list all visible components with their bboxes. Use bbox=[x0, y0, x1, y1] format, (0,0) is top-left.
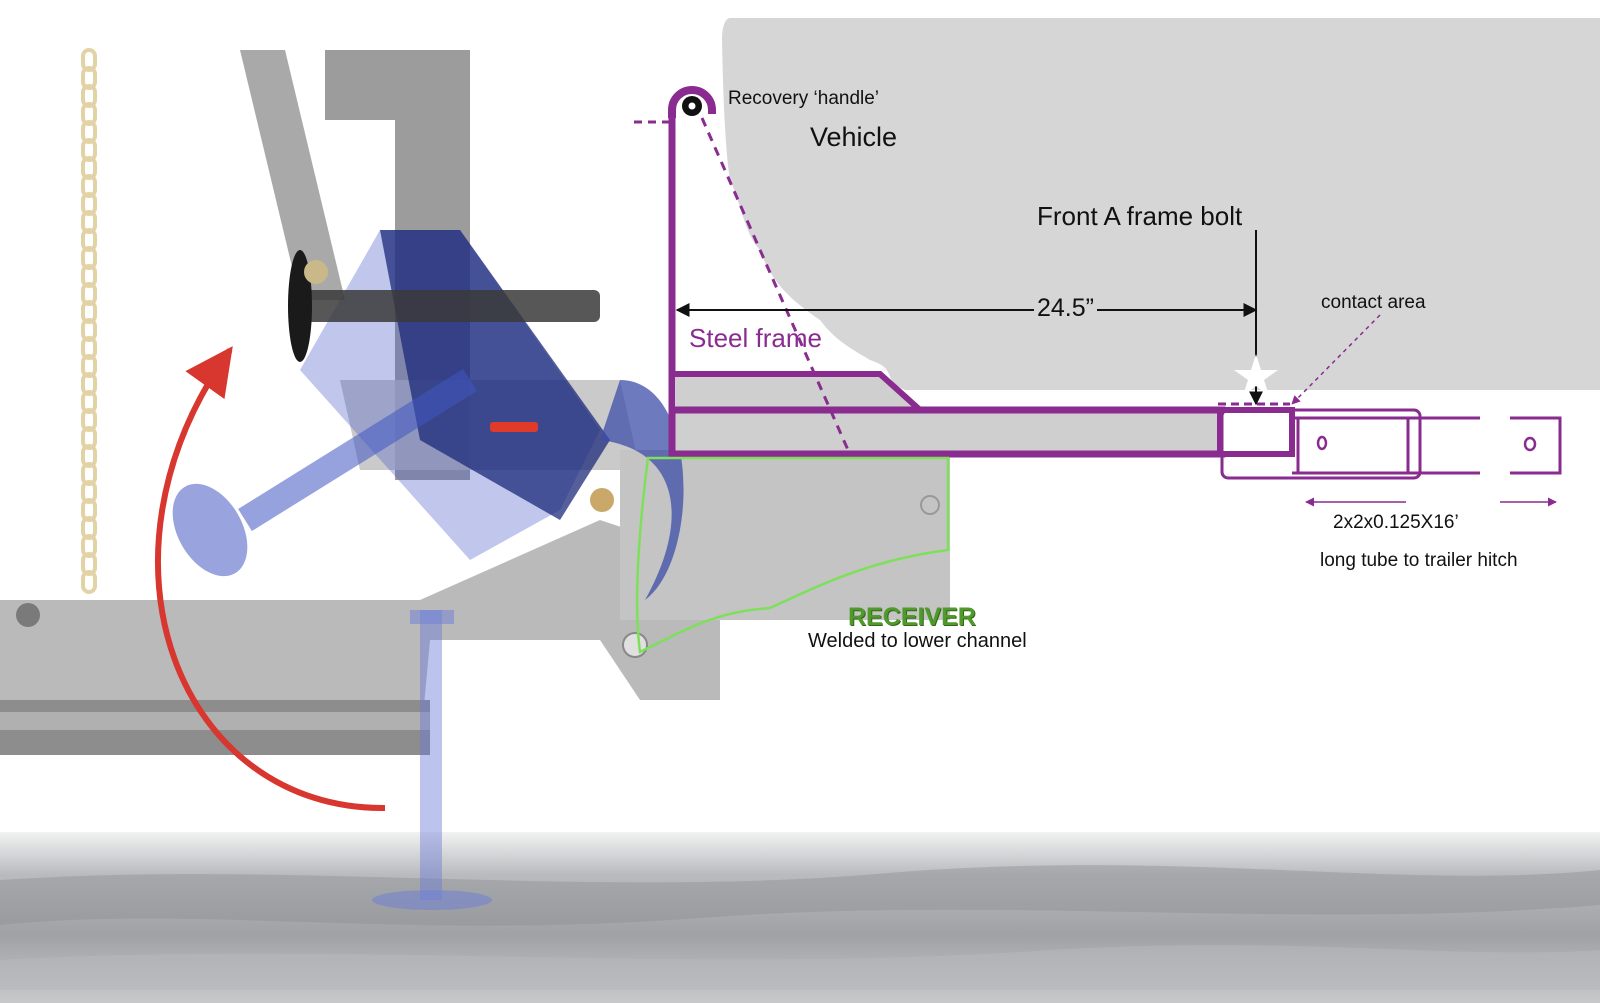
tube-size-label: 2x2x0.125X16’ bbox=[1333, 512, 1459, 533]
chain-icon bbox=[81, 48, 97, 594]
recovery-handle-label: Recovery ‘handle’ bbox=[728, 88, 880, 109]
steel-frame-label: Steel frame bbox=[689, 323, 822, 353]
contact-area-label: contact area bbox=[1321, 292, 1426, 313]
rotation-arrow-icon bbox=[155, 346, 386, 812]
vehicle-body bbox=[722, 18, 1600, 390]
receiver-title: RECEIVER bbox=[848, 603, 976, 631]
jack-mechanism bbox=[172, 230, 684, 910]
steel-frame bbox=[634, 86, 1562, 480]
vehicle-label: Vehicle bbox=[810, 122, 898, 152]
receiver-outline bbox=[635, 456, 950, 654]
tube-description-label: long tube to trailer hitch bbox=[1320, 550, 1518, 571]
ground bbox=[0, 832, 1600, 1003]
receiver-note: Welded to lower channel bbox=[808, 630, 1027, 652]
dimension-label: 24.5” bbox=[1034, 294, 1097, 323]
a-frame-bolt-label: Front A frame bolt bbox=[1037, 201, 1243, 231]
star-icon bbox=[1234, 354, 1278, 396]
